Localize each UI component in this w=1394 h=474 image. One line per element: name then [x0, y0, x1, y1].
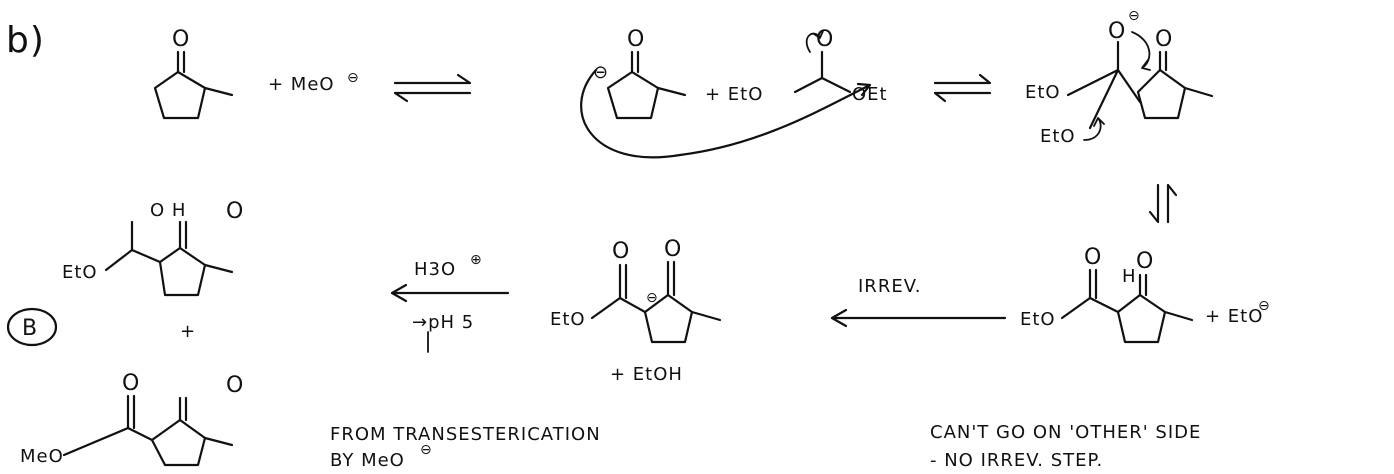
methyl-ester-oxygen: O [122, 371, 140, 396]
ring-ketone-oxygen: O [1155, 27, 1173, 52]
carbonate-oxygen: O [816, 27, 834, 52]
equilibrium-arrow-2 [933, 73, 992, 103]
beta-ketoester: EtO O H O [1020, 245, 1194, 344]
methyl-ester-meo: MeO [20, 446, 64, 467]
acid-workup-arrow [390, 283, 510, 303]
methyl-ester-ketone-oxygen: O [226, 373, 244, 398]
carbonate-left: + EtO [705, 84, 763, 105]
enolate-charge: ⊖ [593, 62, 609, 83]
alkoxide-charge: ⊖ [1128, 8, 1140, 24]
acid-label: H3O [414, 259, 456, 280]
ester-oxygen: O [1084, 245, 1102, 270]
note-transesterification-charge: ⊖ [420, 442, 432, 458]
irreversible-arrow [830, 308, 1007, 328]
note-transesterification-1: FROM TRANSESTERICATION [330, 424, 601, 445]
enolate-ketone-oxygen: O [664, 237, 682, 262]
ethoxide-product: + EtO [1205, 306, 1263, 327]
product-b-oh: O H [150, 200, 186, 221]
ph-label: →pH 5 [412, 312, 474, 333]
ester-eto: EtO [1020, 309, 1056, 330]
plus-sign: + [180, 321, 196, 342]
note-other-side-2: - NO IRREV. STEP. [930, 450, 1103, 471]
tetrahedral-eto: EtO [1025, 82, 1061, 103]
product-b-label: B [6, 307, 58, 347]
acid-charge: ⊕ [470, 252, 482, 268]
leaving-group-eto: EtO [1040, 126, 1076, 147]
acidic-h: H [1122, 266, 1137, 287]
methoxide-reagent: + MeO [268, 74, 335, 95]
ethoxide-charge: ⊖ [1258, 298, 1270, 314]
enolate-ester-oxygen: O [612, 239, 630, 264]
equilibrium-arrow-1 [393, 73, 472, 103]
enolate-ester-eto: EtO [550, 309, 586, 330]
product-b-eto: EtO [62, 262, 98, 283]
product-b-letter: B [22, 316, 38, 341]
carbonate-oet: OEt [852, 84, 888, 105]
ketone-oxygen-2: O [1136, 249, 1154, 274]
product-ethyl-ester: EtO O H O [62, 199, 244, 297]
nucleophilic-attack-arrow [580, 68, 872, 159]
note-other-side-1: CAN'T GO ON 'OTHER' SIDE [930, 422, 1201, 443]
part-label: b) [6, 20, 45, 61]
product-methyl-ester: MeO O O [20, 371, 244, 467]
irreversible-label: IRREV. [858, 276, 921, 297]
carbanion-charge: ⊖ [646, 290, 658, 306]
ketone-oxygen: O [172, 27, 190, 52]
product-b-ketone-oxygen: O [226, 199, 244, 224]
note-transesterification-2: BY MeO [330, 450, 405, 471]
enolate: O ⊖ [593, 27, 687, 120]
methoxide-charge: ⊖ [347, 70, 359, 86]
tetrahedral-intermediate: EtO O ⊖ O EtO [1025, 8, 1214, 147]
alkoxide-oxygen: O [1108, 19, 1126, 44]
enolate-oxygen: O [627, 27, 645, 52]
ethanol-product: + EtOH [610, 364, 683, 385]
stabilized-enolate: EtO O O ⊖ [550, 237, 722, 344]
diethyl-carbonate: O OEt [793, 27, 888, 105]
methylcyclopentanone: O [153, 27, 234, 120]
down-equilibrium-arrow [1148, 183, 1178, 224]
